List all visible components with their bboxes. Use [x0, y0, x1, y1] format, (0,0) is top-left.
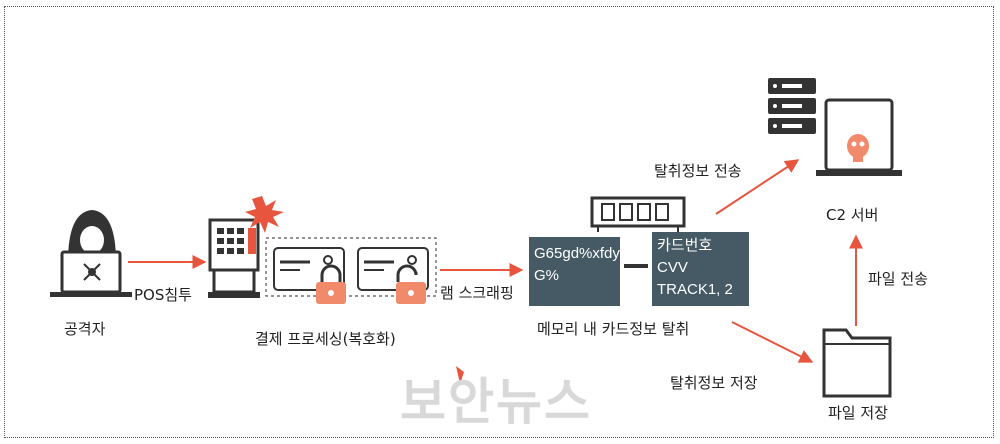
- label-exfil-send: 탈취정보 전송: [654, 162, 742, 180]
- watermark-text: 보안뉴스: [400, 373, 592, 431]
- folder-icon: [822, 328, 892, 398]
- memory-panel-decrypted: 카드번호 CVV TRACK1, 2: [652, 232, 749, 306]
- label-payment-processing: 결제 프로세싱(복호화): [255, 330, 396, 348]
- label-ram-scraping: 램 스크래핑: [440, 284, 514, 302]
- label-file-send: 파일 전송: [868, 270, 928, 288]
- attacker-icon: [50, 210, 132, 297]
- card-lock-icon: [273, 247, 346, 304]
- c2-laptop-skull-icon: [816, 98, 902, 176]
- processing-box: [265, 237, 437, 297]
- label-attacker: 공격자: [64, 320, 106, 338]
- label-pos-intrusion: POS침투: [134, 286, 192, 304]
- pos-terminal-icon: [208, 218, 260, 298]
- memory-cvv: CVV: [657, 259, 688, 276]
- memory-track: TRACK1, 2: [657, 281, 733, 298]
- arrow-exfil-store: [731, 321, 814, 363]
- memory-panel-encrypted: G65gd%xfdy G%: [529, 237, 620, 306]
- memory-card-number: 카드번호: [657, 237, 713, 254]
- label-memory-theft: 메모리 내 카드정보 탈취: [537, 320, 690, 338]
- card-unlock-icon: [357, 247, 429, 304]
- label-exfil-store: 탈취정보 저장: [670, 374, 758, 392]
- arrow-exfil-send: [715, 159, 800, 215]
- label-c2-server: C2 서버: [826, 206, 879, 224]
- watermark-pin-icon: [456, 366, 464, 384]
- ram-chip-icon: [590, 196, 686, 232]
- memory-encrypted-line1: G65gd%xfdy: [534, 245, 620, 262]
- label-file-store: 파일 저장: [828, 404, 888, 422]
- memory-encrypted-line2: G%: [534, 267, 560, 284]
- server-stack-icon: [768, 78, 816, 134]
- diagram-frame: [4, 6, 994, 438]
- alert-burst-icon: [245, 196, 284, 233]
- panel-connector: [624, 264, 648, 268]
